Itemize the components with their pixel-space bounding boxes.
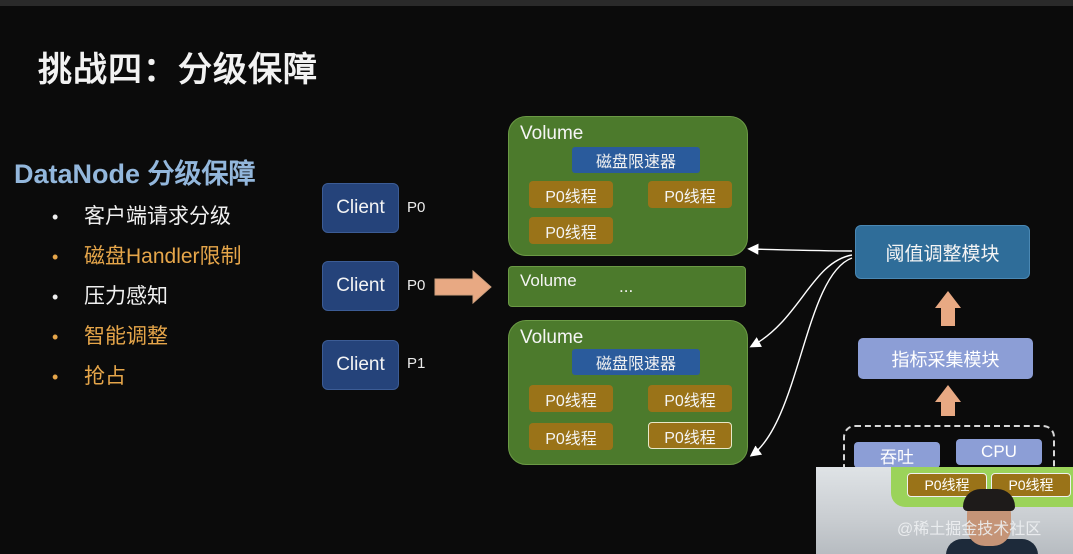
client-box: Client bbox=[322, 183, 399, 233]
feedback-arrow-bottom bbox=[749, 257, 853, 457]
bullet-item: 压力感知 bbox=[52, 280, 242, 320]
request-arrow bbox=[434, 269, 492, 305]
speaker-hair bbox=[963, 489, 1015, 511]
priority-label: P0 bbox=[407, 277, 426, 294]
bullet-item: 磁盘Handler限制 bbox=[52, 240, 242, 280]
thread-box-highlighted: P0线程 bbox=[648, 422, 732, 449]
feedback-arrow-top bbox=[747, 243, 853, 255]
volume-label: Volume bbox=[520, 327, 584, 348]
volume-box-middle: Volume ... bbox=[508, 266, 746, 307]
top-bar bbox=[0, 0, 1073, 6]
metric-collect-module: 指标采集模块 bbox=[858, 338, 1033, 379]
priority-label: P1 bbox=[407, 355, 426, 372]
slide-title: 挑战四：分级保障 bbox=[38, 51, 318, 89]
bullet-item: 抢占 bbox=[52, 360, 242, 400]
throughput-box: 吞吐 bbox=[854, 442, 940, 468]
volume-label: Volume bbox=[520, 123, 584, 144]
thread-box: P0线程 bbox=[529, 423, 613, 450]
disk-limiter: 磁盘限速器 bbox=[572, 147, 700, 173]
bullet-item: 智能调整 bbox=[52, 320, 242, 360]
speaker-camera-overlay: P0线程 P0线程 bbox=[816, 467, 1073, 554]
ellipsis: ... bbox=[619, 277, 634, 296]
bullet-item: 客户端请求分级 bbox=[52, 200, 242, 240]
feedback-arrow-middle bbox=[749, 254, 853, 348]
disk-limiter: 磁盘限速器 bbox=[572, 349, 700, 375]
slide-subtitle: DataNode 分级保障 bbox=[14, 159, 256, 189]
bullet-list: 客户端请求分级 磁盘Handler限制 压力感知 智能调整 抢占 bbox=[52, 200, 242, 400]
client-box: Client bbox=[322, 340, 399, 390]
cpu-box: CPU bbox=[956, 439, 1042, 465]
up-arrow-source bbox=[935, 385, 961, 416]
thread-box: P0线程 bbox=[529, 181, 613, 208]
speaker-body bbox=[946, 539, 1038, 554]
watermark: @稀土掘金技术社区 bbox=[897, 521, 1042, 538]
volume-box-bottom: Volume 磁盘限速器 P0线程 P0线程 P0线程 P0线程 bbox=[508, 320, 748, 465]
thread-box: P0线程 bbox=[648, 181, 732, 208]
priority-label: P0 bbox=[407, 199, 426, 216]
thread-box: P0线程 bbox=[529, 217, 613, 244]
threshold-adjust-module: 阈值调整模块 bbox=[855, 225, 1030, 279]
up-arrow-metric bbox=[935, 291, 961, 326]
thread-box: P0线程 bbox=[648, 385, 732, 412]
volume-box-top: Volume 磁盘限速器 P0线程 P0线程 P0线程 bbox=[508, 116, 748, 256]
client-box: Client bbox=[322, 261, 399, 311]
volume-label: Volume bbox=[520, 271, 577, 290]
thread-box: P0线程 bbox=[529, 385, 613, 412]
